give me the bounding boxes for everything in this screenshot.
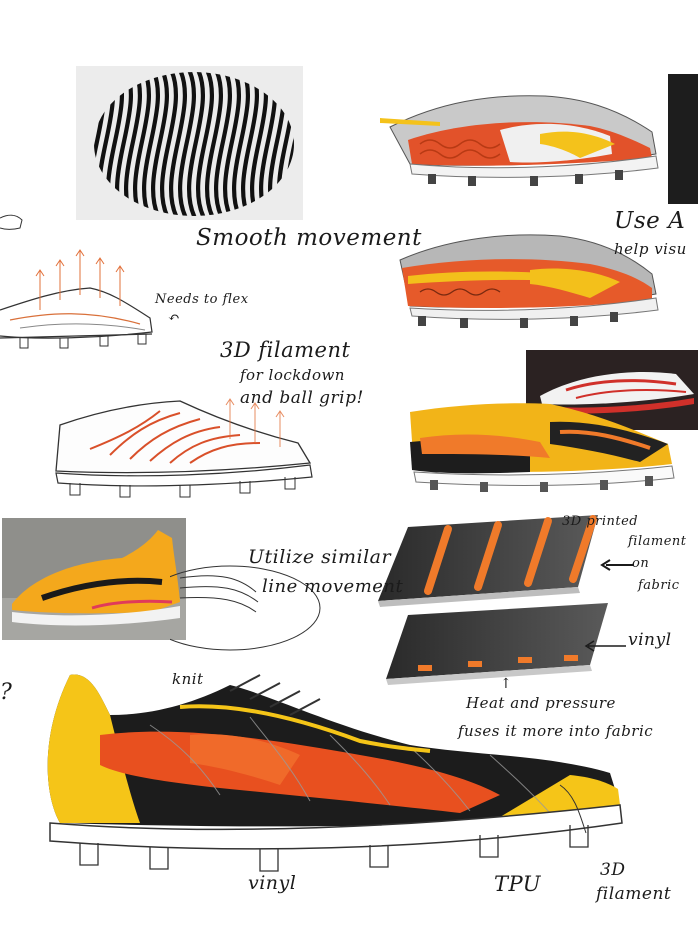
printed-arrow xyxy=(600,558,634,572)
main-boot-illustration xyxy=(30,655,630,905)
note-printed-2: filament xyxy=(628,534,687,549)
wave-stripe xyxy=(231,72,251,216)
wave-stripe xyxy=(222,72,242,216)
note-utilize-1: Utilize similar xyxy=(248,546,392,568)
vinyl-arrow xyxy=(584,640,626,652)
note-filament-bottom-1: 3D xyxy=(600,860,626,880)
sketch-left-edge-top xyxy=(0,208,26,238)
note-filament-2: for lockdown xyxy=(240,366,345,384)
wave-pattern-image xyxy=(76,66,303,220)
wave-stripe xyxy=(240,72,260,216)
wave-stripe xyxy=(159,72,179,216)
wave-stripe xyxy=(177,72,197,216)
sketch-flex-shoe xyxy=(0,240,170,360)
boot-render-top xyxy=(380,82,665,192)
note-heat-2: fuses it more into fabric xyxy=(458,722,654,740)
wave-stripe xyxy=(213,72,233,216)
note-question-mark: ? xyxy=(0,680,13,705)
sketch-filament-shoe xyxy=(30,385,320,510)
wave-stripe xyxy=(105,72,125,216)
note-tpu: TPU xyxy=(494,872,541,896)
note-heat-1: Heat and pressure xyxy=(466,694,616,712)
note-knit: knit xyxy=(172,670,204,688)
wave-stripe xyxy=(285,72,294,216)
yellow-running-shoe-photo xyxy=(2,518,186,640)
wave-stripe xyxy=(168,72,188,216)
note-printed-3: on xyxy=(632,556,650,571)
wave-stripe xyxy=(150,72,170,216)
note-flex-arrow: ↶ xyxy=(168,310,181,326)
boot-render-yellow-black xyxy=(400,382,685,497)
note-vinyl-callout: vinyl xyxy=(628,630,672,650)
boot-render-middle-top xyxy=(380,222,665,334)
note-printed-1: 3D printed xyxy=(562,514,639,529)
note-smooth-movement: Smooth movement xyxy=(196,225,422,251)
white-red-boot-photo xyxy=(526,350,698,430)
note-use-a: Use A xyxy=(614,208,686,234)
wave-stripe xyxy=(195,72,215,216)
note-needs-to-flex: Needs to flex xyxy=(155,292,249,307)
dark-reference-image xyxy=(668,74,698,204)
wave-stripe xyxy=(123,72,143,216)
wave-stripe xyxy=(114,72,134,216)
wave-stripe xyxy=(267,72,287,216)
note-filament-bottom-2: filament xyxy=(596,884,672,904)
wave-stripe xyxy=(141,72,161,216)
wave-stripe xyxy=(132,72,152,216)
wave-stripe xyxy=(276,72,294,216)
sketch-oval-lines xyxy=(170,548,330,658)
note-printed-4: fabric xyxy=(638,578,680,593)
note-filament-3: and ball grip! xyxy=(240,388,364,408)
note-utilize-2: line movement xyxy=(262,576,404,597)
note-help-visu: help visu xyxy=(614,240,687,258)
material-layer-diagram xyxy=(368,515,618,695)
wave-stripe xyxy=(94,72,98,216)
note-filament-1: 3D filament xyxy=(220,338,351,362)
wave-stripe xyxy=(204,72,224,216)
wave-stripe xyxy=(96,72,116,216)
wave-stripe xyxy=(258,72,278,216)
note-vinyl-bottom: vinyl xyxy=(248,872,297,894)
wave-stripe xyxy=(249,72,269,216)
note-heat-arrow: ↑ xyxy=(500,676,513,692)
wave-stripe xyxy=(94,72,107,216)
wave-stripe xyxy=(186,72,206,216)
